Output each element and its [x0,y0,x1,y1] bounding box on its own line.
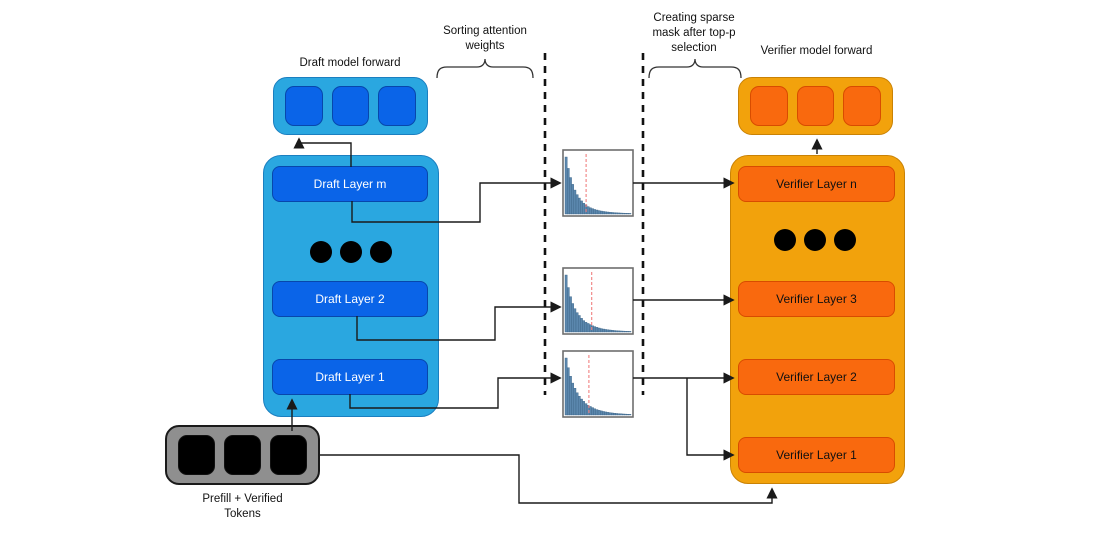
sparse-mask-annotation-line1: Creating sparse [653,12,735,24]
verifier-layer-3: Verifier Layer 3 [738,281,895,317]
draft-forward-label: Draft model forward [299,57,401,69]
verifier-output-token-3 [843,86,882,126]
sparse-mask-annotation-line3: selection [671,41,717,54]
ellipsis-dot [804,229,826,251]
prefill-tokens-label-line2: Tokens [224,507,261,520]
ellipsis-dot [774,229,796,251]
sorting-annotation-line1: Sorting attention [443,25,527,37]
ellipsis-dot [340,241,362,263]
ellipsis-dot [834,229,856,251]
verifier-layer-2: Verifier Layer 2 [738,359,895,395]
arrow-branch-to-verifier-layer-1 [686,378,735,461]
attention-histogram-2 [562,267,634,335]
draft-layer-1: Draft Layer 1 [272,359,428,395]
verifier-output-token-2 [796,86,835,126]
verifier-layer-1: Verifier Layer 1 [738,437,895,473]
prefill-token-3 [270,435,307,475]
arrow-tokens-to-verifier-container [320,454,778,504]
sorting-annotation: Sorting attention weights [425,24,545,54]
attention-histogram-3 [562,350,634,418]
sorting-brace [436,58,534,79]
sparse-mask-brace [648,58,742,79]
prefill-token-1 [178,435,215,475]
verifier-output-token-1 [750,86,788,126]
draft-layer-m: Draft Layer m [272,166,428,202]
draft-layer-2: Draft Layer 2 [272,281,428,317]
verifier-model-container [730,155,905,484]
prefill-tokens-label-line1: Prefill + Verified [202,493,283,505]
sparse-mask-annotation: Creating sparse mask after top-p selecti… [634,11,754,56]
prefill-token-2 [224,435,261,475]
verifier-layer-n: Verifier Layer n [738,166,895,202]
sorting-annotation-line2: weights [465,39,505,52]
verifier-forward-label: Verifier model forward [760,45,873,57]
draft-output-token-2 [331,86,370,126]
prefill-verified-tokens-box [165,425,320,485]
draft-ellipsis-dots [310,241,392,263]
verifier-output-token-strip [738,77,893,135]
draft-output-token-strip [273,77,428,135]
ellipsis-dot [370,241,392,263]
attention-histogram-1 [562,149,634,217]
draft-output-token-1 [285,86,323,126]
sparse-mask-annotation-line2: mask after top-p [652,26,736,39]
verifier-ellipsis-dots [774,229,856,251]
prefill-tokens-label: Prefill + Verified Tokens [165,492,320,522]
draft-output-token-3 [378,86,417,126]
ellipsis-dot [310,241,332,263]
